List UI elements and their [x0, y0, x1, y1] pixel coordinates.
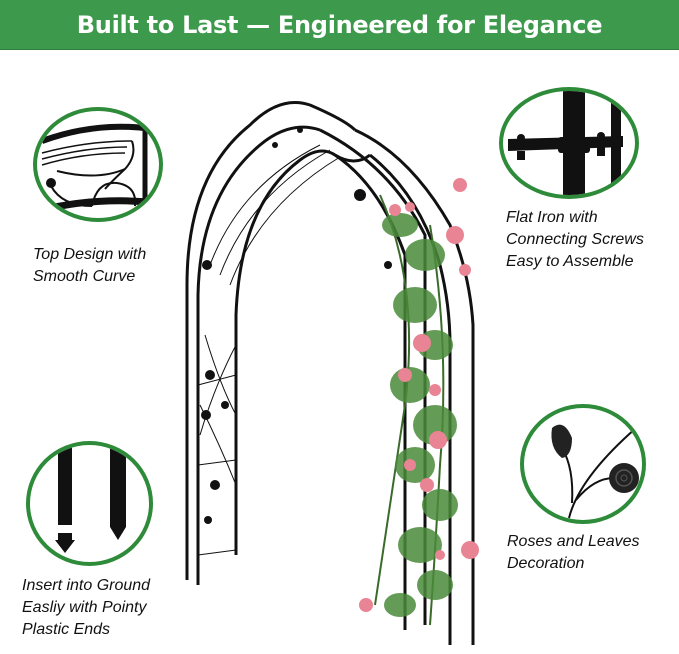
- caption-line: Easliy with Pointy: [22, 599, 147, 616]
- caption-line: Top Design with: [33, 246, 147, 263]
- flat-iron-detail-circle: [499, 87, 639, 199]
- flat-iron-caption: Flat Iron with Connecting Screws Easy to…: [506, 207, 644, 273]
- ground-insert-detail-circle: [26, 441, 153, 566]
- caption-line: Roses and Leaves: [507, 533, 640, 550]
- caption-line: Easy to Assemble: [506, 253, 634, 270]
- top-design-caption: Top Design with Smooth Curve: [33, 244, 146, 288]
- banner-title: Built to Last — Engineered for Elegance: [76, 10, 603, 39]
- header-banner: Built to Last — Engineered for Elegance: [0, 0, 679, 50]
- pointy-ends-detail-icon: [55, 445, 126, 553]
- screw-joint-detail-icon: [508, 91, 623, 195]
- ground-insert-caption: Insert into Ground Easliy with Pointy Pl…: [22, 575, 170, 641]
- roses-leaves-caption: Roses and Leaves Decoration: [507, 531, 640, 575]
- garden-arch-image: [170, 85, 490, 650]
- caption-line: Smooth Curve: [33, 268, 136, 285]
- caption-line: Plastic Ends: [22, 621, 111, 638]
- roses-leaves-detail-circle: [520, 404, 646, 524]
- caption-line: Flat Iron with: [506, 209, 598, 226]
- curved-top-detail-icon: [37, 123, 159, 215]
- caption-line: Connecting Screws: [506, 231, 644, 248]
- top-design-detail-circle: [33, 107, 163, 222]
- caption-line: Decoration: [507, 555, 585, 572]
- rose-leaf-detail-icon: [551, 424, 639, 519]
- caption-line: Insert into Ground: [22, 577, 151, 594]
